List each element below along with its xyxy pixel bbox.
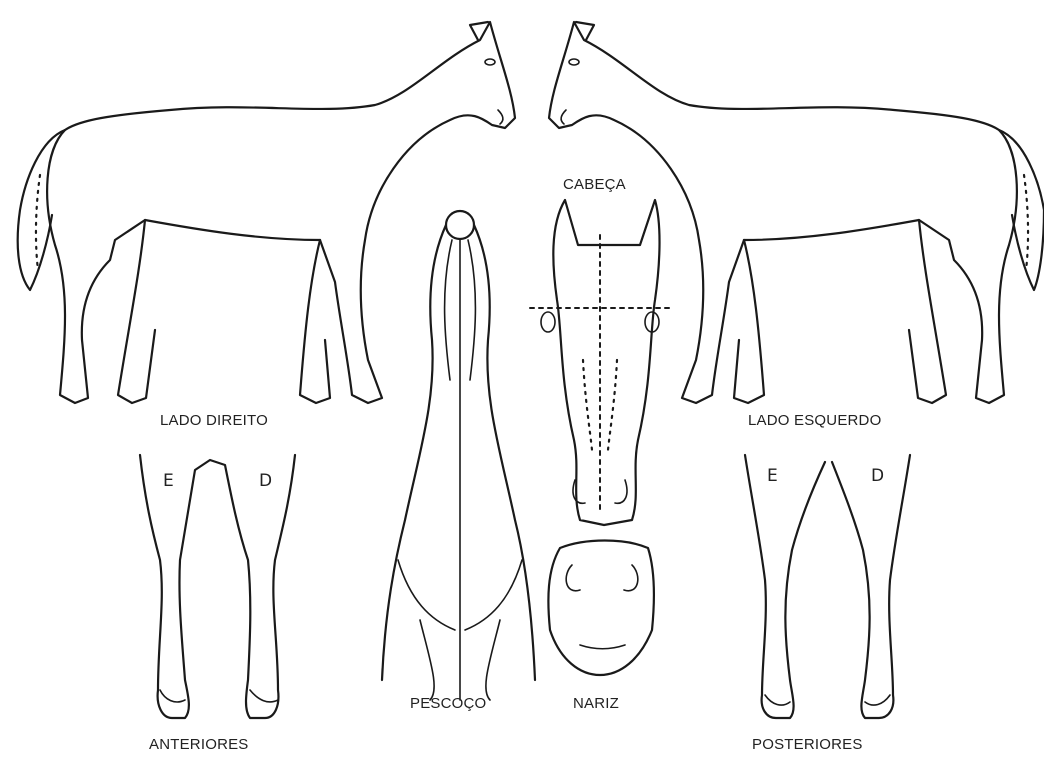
head-label: CABEÇA xyxy=(563,176,626,193)
horse-left-side xyxy=(549,22,1044,403)
front-legs-view xyxy=(140,455,295,718)
neck-label: PESCOÇO xyxy=(410,695,486,712)
hind-legs-view xyxy=(745,455,910,718)
head-front-view xyxy=(530,200,672,525)
front-right-marker: D xyxy=(259,471,272,491)
right-side-label: LADO DIREITO xyxy=(160,412,268,429)
hind-right-marker: D xyxy=(871,466,884,486)
front-legs-label: ANTERIORES xyxy=(149,736,249,753)
nose-label: NARIZ xyxy=(573,695,619,712)
horse-right-side xyxy=(18,22,515,403)
neck-front-view xyxy=(382,211,535,700)
nose-front-view xyxy=(548,541,654,676)
left-side-label: LADO ESQUERDO xyxy=(748,412,881,429)
hind-legs-label: POSTERIORES xyxy=(752,736,863,753)
hind-left-marker: E xyxy=(767,466,778,486)
front-left-marker: E xyxy=(163,471,174,491)
